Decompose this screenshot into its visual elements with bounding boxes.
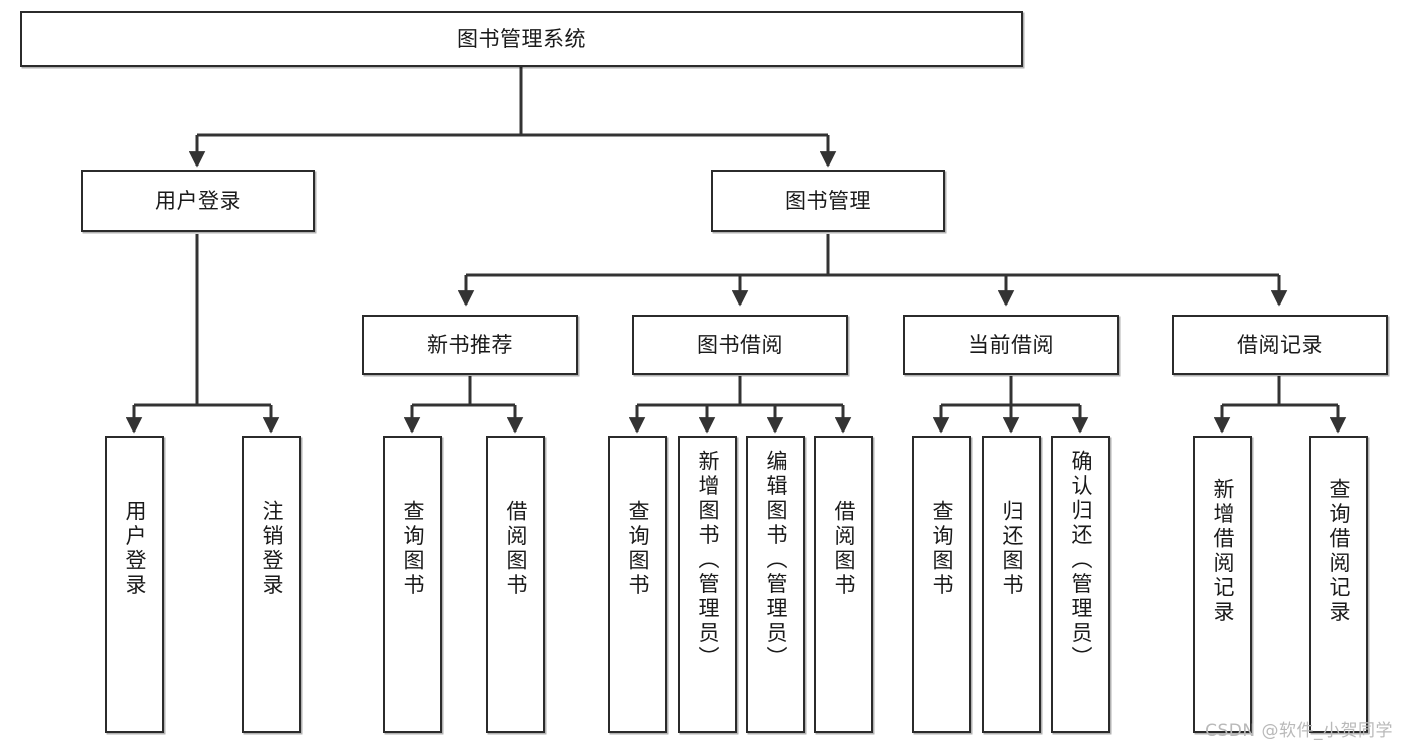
node-user-login[interactable]: 用户登录 — [81, 170, 315, 232]
node-leaf-query-book-1[interactable]: 查询图书 — [383, 436, 442, 733]
node-leaf-edit-book-label: 编辑图书（管理员） — [764, 450, 788, 671]
node-user-login-label: 用户登录 — [155, 188, 241, 213]
node-leaf-borrow-book-2[interactable]: 借阅图书 — [814, 436, 873, 733]
node-new-book-recommend[interactable]: 新书推荐 — [362, 315, 578, 375]
node-leaf-query-book-2-label: 查询图书 — [626, 500, 650, 598]
node-leaf-borrow-book-2-label: 借阅图书 — [832, 500, 856, 598]
node-leaf-borrow-book-1-label: 借阅图书 — [504, 500, 528, 598]
node-leaf-return-book[interactable]: 归还图书 — [982, 436, 1041, 733]
node-book-borrow[interactable]: 图书借阅 — [632, 315, 848, 375]
node-leaf-add-record[interactable]: 新增借阅记录 — [1193, 436, 1252, 733]
node-leaf-add-book-label: 新增图书（管理员） — [696, 450, 720, 671]
node-current-borrow-label: 当前借阅 — [968, 332, 1054, 357]
node-new-book-recommend-label: 新书推荐 — [427, 332, 513, 357]
node-leaf-add-record-label: 新增借阅记录 — [1211, 478, 1235, 625]
node-leaf-query-record[interactable]: 查询借阅记录 — [1309, 436, 1368, 733]
node-leaf-logout-login-label: 注销登录 — [260, 500, 284, 598]
node-leaf-confirm-return-label: 确认归还（管理员） — [1069, 450, 1093, 671]
node-leaf-query-book-1-label: 查询图书 — [401, 500, 425, 598]
node-leaf-query-record-label: 查询借阅记录 — [1327, 478, 1351, 625]
node-leaf-query-book-3-label: 查询图书 — [930, 500, 954, 598]
node-leaf-user-login-label: 用户登录 — [123, 500, 147, 598]
node-leaf-confirm-return[interactable]: 确认归还（管理员） — [1051, 436, 1110, 733]
node-leaf-return-book-label: 归还图书 — [1000, 500, 1024, 598]
node-book-borrow-label: 图书借阅 — [697, 332, 783, 357]
node-book-management-label: 图书管理 — [785, 188, 871, 213]
node-borrow-record-label: 借阅记录 — [1237, 332, 1323, 357]
node-leaf-logout-login[interactable]: 注销登录 — [242, 436, 301, 733]
node-borrow-record[interactable]: 借阅记录 — [1172, 315, 1388, 375]
node-root-label: 图书管理系统 — [457, 26, 586, 51]
csdn-watermark: CSDN @软件_小贺同学 — [1205, 721, 1393, 741]
node-root[interactable]: 图书管理系统 — [20, 11, 1023, 67]
node-leaf-query-book-3[interactable]: 查询图书 — [912, 436, 971, 733]
node-book-management[interactable]: 图书管理 — [711, 170, 945, 232]
node-leaf-add-book[interactable]: 新增图书（管理员） — [678, 436, 737, 733]
node-leaf-query-book-2[interactable]: 查询图书 — [608, 436, 667, 733]
node-leaf-user-login[interactable]: 用户登录 — [105, 436, 164, 733]
node-current-borrow[interactable]: 当前借阅 — [903, 315, 1119, 375]
node-leaf-edit-book[interactable]: 编辑图书（管理员） — [746, 436, 805, 733]
node-leaf-borrow-book-1[interactable]: 借阅图书 — [486, 436, 545, 733]
